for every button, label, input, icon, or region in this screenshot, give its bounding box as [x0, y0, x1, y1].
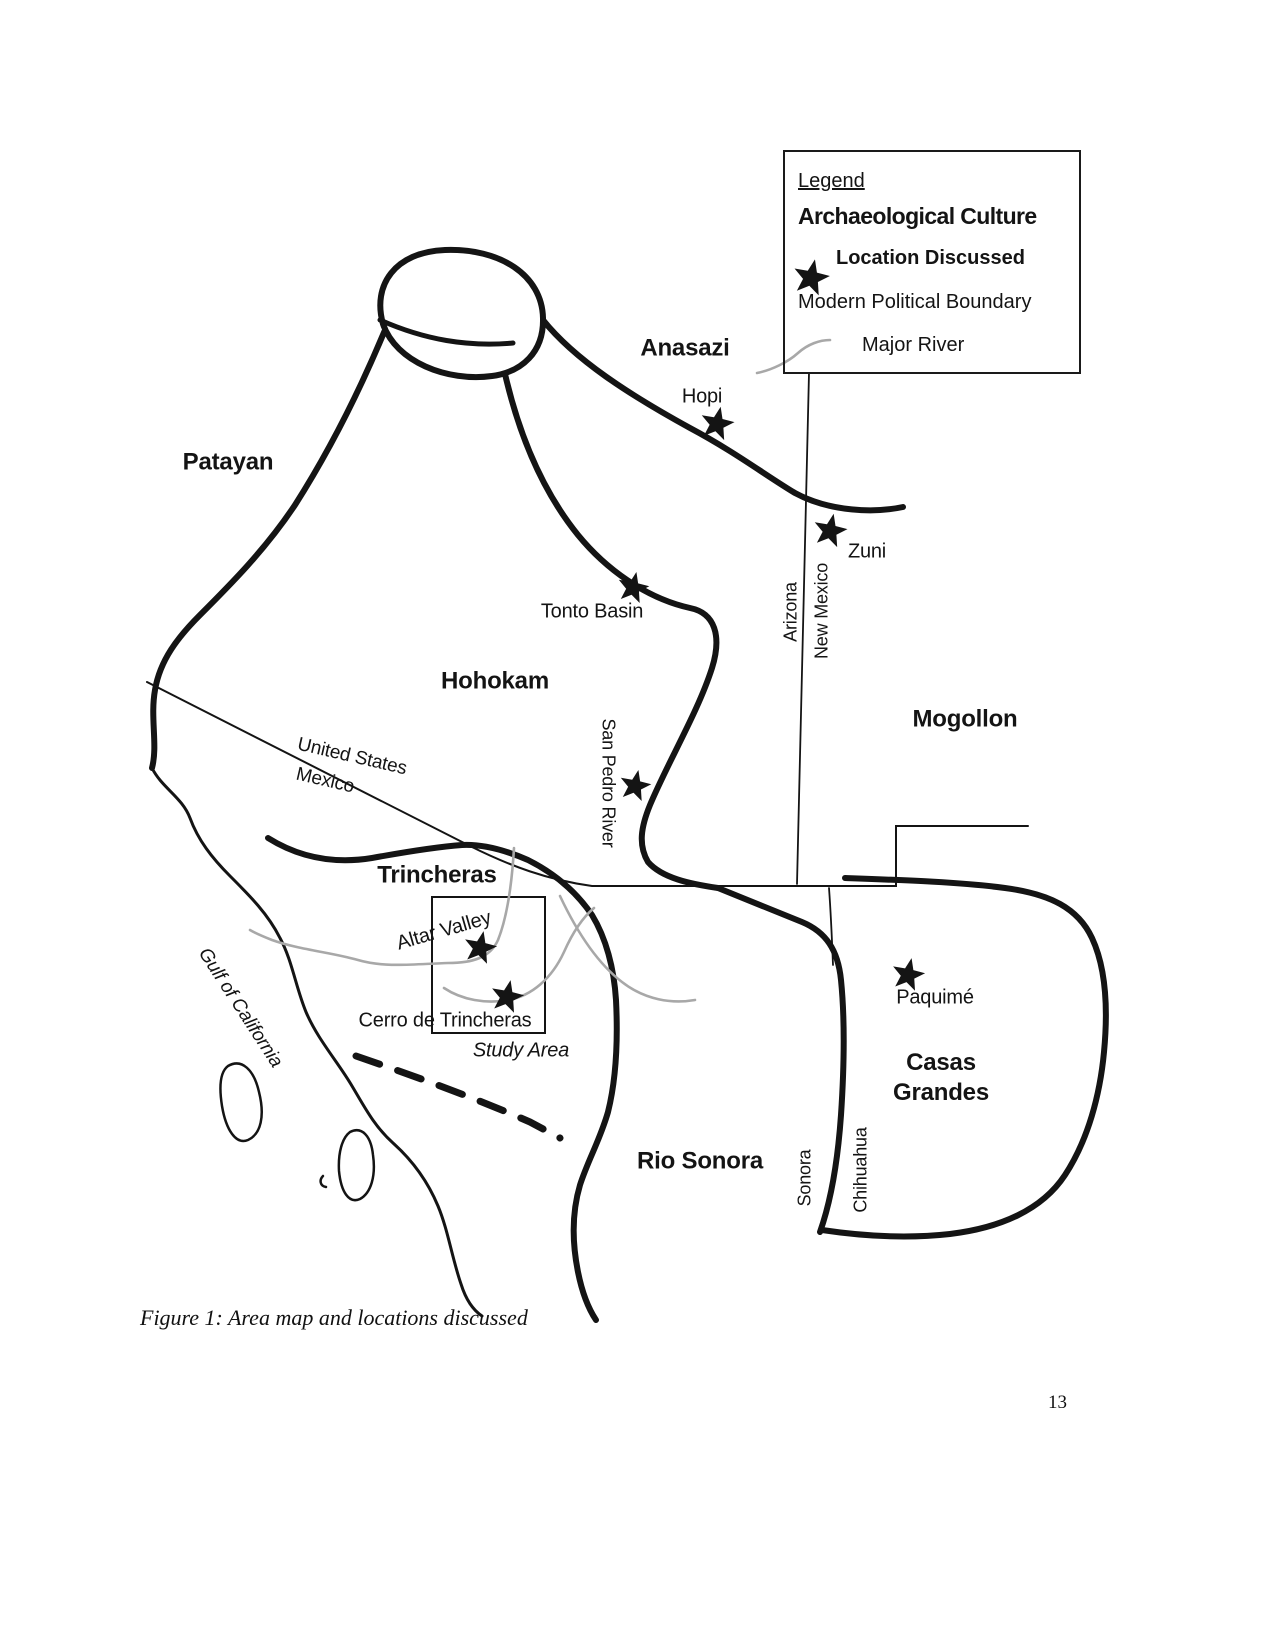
- baja-islet-mark: [319, 1174, 328, 1189]
- us-mexico-border-diagonal: [146, 681, 471, 847]
- location-label-tonto-basin: Tonto Basin: [540, 600, 644, 623]
- region-label-trincheras: Trincheras: [377, 861, 497, 889]
- state-label-new-mexico: New Mexico: [811, 562, 832, 660]
- culture-boundary-trincheras: [265, 835, 620, 1323]
- river-altar-upper: [248, 846, 516, 967]
- region-label-patayan: Patayan: [182, 448, 274, 476]
- state-label-sonora: Sonora: [794, 1149, 815, 1207]
- culture-boundary-casas-blob: [819, 875, 1109, 1240]
- culture-boundary-dashed: [352, 1052, 564, 1142]
- baja-island-2: [337, 1129, 376, 1202]
- state-label-arizona: Arizona: [780, 582, 801, 642]
- study-area-box: [431, 896, 546, 1034]
- culture-boundary-west: [149, 327, 388, 771]
- region-label-mogollon: Mogollon: [912, 705, 1018, 733]
- culture-boundary-anasazi: [540, 317, 906, 514]
- study-area-label: Study Area: [472, 1039, 570, 1062]
- gulf-coastline: [150, 766, 484, 1318]
- legend-major-river-label: Major River: [862, 334, 965, 356]
- legend-river-sample-line: [755, 338, 832, 375]
- culture-boundary-neck: [377, 317, 516, 347]
- location-label-hopi: Hopi: [681, 385, 723, 408]
- culture-boundary-head: [377, 246, 547, 380]
- location-label-cerro-de-trincheras: Cerro de Trincheras: [358, 1009, 532, 1032]
- region-label-casas-grandes: Casas Grandes: [893, 1048, 989, 1108]
- legend-modern-political-boundary-label: Modern Political Boundary: [798, 291, 1032, 313]
- figure-caption: Figure 1: Area map and locations discuss…: [140, 1305, 528, 1330]
- legend-box: [783, 150, 1081, 374]
- sonora-chihuahua-border: [828, 887, 834, 966]
- region-label-rio-sonora: Rio Sonora: [636, 1147, 764, 1175]
- san-pedro-star-marker: [616, 766, 654, 803]
- culture-boundary-hohokam-east: [502, 371, 721, 891]
- cerro-trincheras-star-marker: [488, 976, 527, 1015]
- arizona-newmexico-border: [796, 372, 810, 885]
- legend-archaeological-culture-label: Archaeological Culture: [798, 203, 1037, 229]
- region-label-anasazi: Anasazi: [640, 334, 730, 362]
- state-label-chihuahua: Chihuahua: [850, 1127, 871, 1213]
- casas-grandes-line2: Grandes: [893, 1079, 989, 1106]
- river-label-san-pedro: San Pedro River: [598, 718, 619, 848]
- us-mexico-border-east: [469, 825, 1029, 887]
- page-number: 13: [1048, 1392, 1067, 1413]
- region-label-hohokam: Hohokam: [441, 667, 549, 695]
- baja-island-1: [219, 1062, 263, 1143]
- river-east-branch: [558, 894, 697, 1003]
- location-label-paquime: Paquimé: [896, 986, 974, 1009]
- location-label-zuni: Zuni: [847, 540, 887, 563]
- legend-location-discussed-label: Location Discussed: [836, 247, 1025, 269]
- casas-grandes-line1: Casas: [906, 1049, 976, 1076]
- culture-boundary-casas-west: [715, 885, 847, 1235]
- legend-title: Legend: [798, 170, 865, 192]
- zuni-star-marker: [810, 510, 851, 549]
